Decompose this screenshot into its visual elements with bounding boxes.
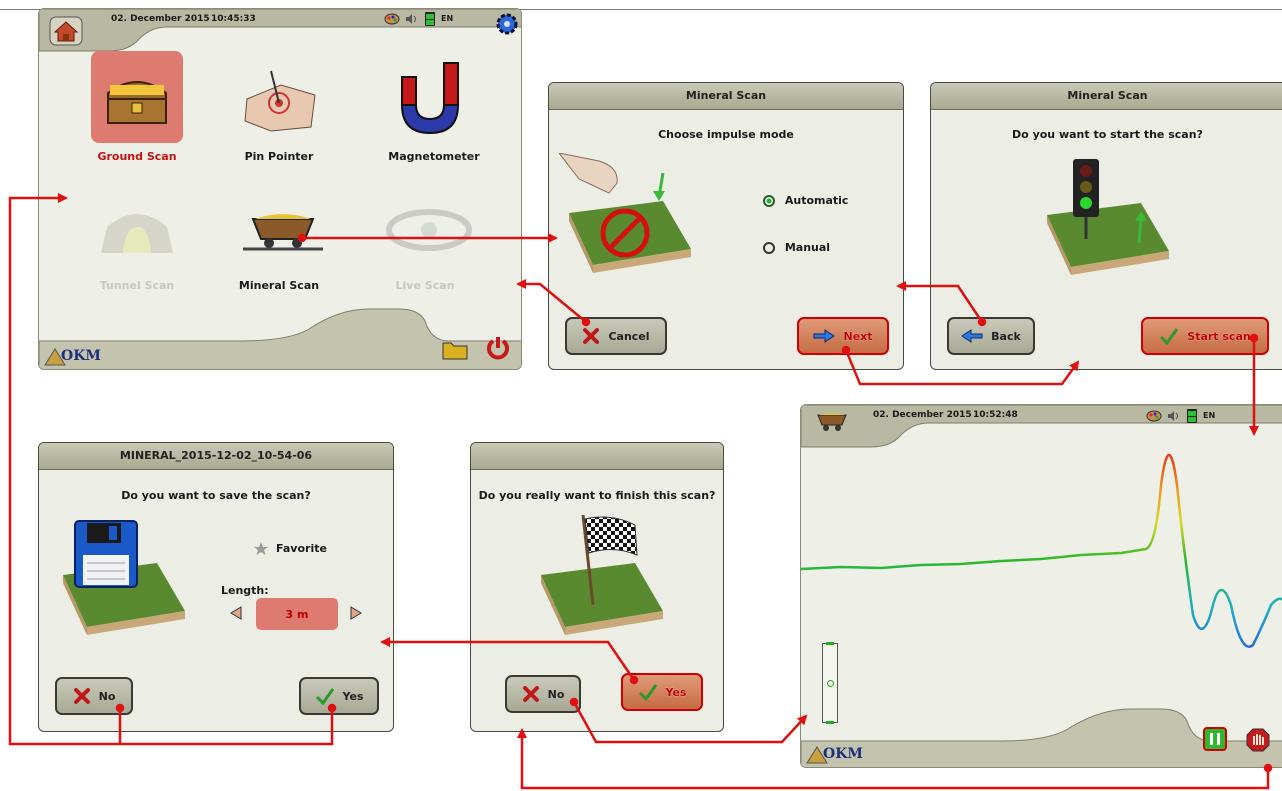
language-label[interactable]: EN: [441, 14, 454, 23]
battery-icon: [1187, 409, 1197, 423]
blue-right-arrow-icon: [813, 329, 836, 343]
save-scan-dialog: MINERAL_2015-12-02_10-54-06 Do you want …: [38, 442, 394, 732]
traffic-light-ground-illustration: [1047, 159, 1169, 275]
dialog-question: Do you want to start the scan?: [1012, 128, 1203, 141]
floppy-disk-ground-illustration: [63, 520, 185, 635]
save-no-label: No: [98, 689, 116, 703]
dialog-question: Do you really want to finish this scan?: [478, 489, 716, 502]
mine-cart-icon[interactable]: [815, 411, 849, 435]
dialog-question: Do you want to save the scan?: [121, 489, 311, 502]
level-marker: [827, 680, 834, 687]
no-touch-ground-illustration: [559, 153, 691, 273]
finish-no-button[interactable]: No: [505, 675, 581, 713]
status-time: 10:45:33: [211, 14, 256, 24]
start-scan-button-label: Start scan: [1187, 329, 1251, 343]
red-x-icon: [73, 688, 90, 704]
pause-icon: [1210, 733, 1220, 745]
start-scan-button[interactable]: Start scan: [1141, 317, 1269, 355]
scan-signal-graph: [801, 453, 1282, 648]
finish-flag-ground-illustration: [541, 515, 663, 635]
home-screen: 02. December 2015 10:45:33 EN Ground Sca…: [38, 8, 522, 370]
level-bottom-tick: [826, 721, 834, 724]
tunnel-icon: [101, 214, 173, 253]
length-value-field[interactable]: 3 m: [256, 598, 338, 630]
green-check-icon: [315, 688, 334, 705]
finish-no-label: No: [547, 687, 565, 701]
speaker-icon[interactable]: [1166, 410, 1180, 422]
menu-label-pin-pointer: Pin Pointer: [244, 150, 314, 163]
radio-manual-dot[interactable]: [763, 242, 775, 254]
radio-manual-label: Manual: [784, 241, 831, 254]
next-button[interactable]: Next: [797, 317, 889, 355]
menu-label-live-scan: Live Scan: [395, 279, 455, 292]
speaker-icon[interactable]: [404, 13, 418, 25]
length-decrease-icon[interactable]: [229, 605, 243, 621]
length-label: Length:: [221, 584, 269, 597]
save-yes-button[interactable]: Yes: [299, 677, 379, 715]
home-icon[interactable]: [49, 16, 83, 46]
mine-cart-icon: [243, 214, 323, 251]
gear-icon[interactable]: [494, 11, 520, 37]
dialog-title: Mineral Scan: [931, 83, 1282, 110]
cancel-button-label: Cancel: [608, 329, 650, 343]
red-x-icon: [583, 328, 600, 344]
folder-icon[interactable]: [441, 337, 469, 361]
red-x-icon: [522, 686, 539, 702]
dialog-title: [471, 443, 723, 470]
pause-button[interactable]: [1203, 727, 1227, 751]
favorite-label: Favorite: [276, 542, 327, 555]
finish-scan-dialog: Do you really want to finish this scan? …: [470, 442, 724, 732]
finish-yes-button[interactable]: Yes: [621, 673, 703, 711]
menu-label-tunnel-scan: Tunnel Scan: [99, 279, 175, 292]
language-label[interactable]: EN: [1203, 411, 1216, 420]
save-no-button[interactable]: No: [55, 677, 133, 715]
signal-line: [801, 453, 1282, 648]
scan-screen: 02. December 2015 10:52:48 EN OKM: [800, 404, 1282, 768]
dialog-title: MINERAL_2015-12-02_10-54-06: [39, 443, 393, 470]
magnet-icon: [400, 62, 460, 135]
palette-icon[interactable]: [384, 13, 400, 25]
cancel-button[interactable]: Cancel: [565, 317, 667, 355]
status-date: 02. December 2015: [111, 14, 210, 24]
top-divider: [0, 9, 1282, 10]
start-scan-dialog: Mineral Scan Do you want to start the sc…: [930, 82, 1282, 370]
treasure-chest-icon: [107, 81, 167, 124]
status-date: 02. December 2015: [873, 410, 972, 420]
back-button-label: Back: [991, 329, 1021, 343]
impulse-mode-dialog: Mineral Scan Choose impulse mode Automat…: [548, 82, 904, 370]
radio-automatic-dot[interactable]: [763, 195, 775, 207]
dialog-question: Choose impulse mode: [658, 128, 794, 141]
menu-label-ground-scan: Ground Scan: [97, 150, 177, 163]
power-icon[interactable]: [485, 335, 511, 361]
level-indicator[interactable]: [822, 642, 838, 724]
radio-automatic[interactable]: Automatic: [763, 194, 848, 207]
save-yes-label: Yes: [342, 689, 364, 703]
length-value: 3 m: [285, 607, 309, 621]
live-scan-icon: [386, 209, 472, 251]
blue-left-arrow-icon: [961, 329, 983, 343]
radio-manual[interactable]: Manual: [763, 241, 830, 254]
favorite-toggle[interactable]: Favorite: [253, 541, 327, 556]
okm-logo: OKM: [61, 348, 101, 364]
green-check-icon: [1160, 328, 1179, 345]
battery-icon: [425, 12, 435, 26]
finish-yes-label: Yes: [665, 685, 687, 699]
green-check-icon: [638, 684, 657, 701]
okm-logo: OKM: [823, 746, 863, 762]
pin-pointer-icon: [244, 70, 316, 132]
menu-label-mineral-scan: Mineral Scan: [238, 279, 320, 292]
star-icon: [254, 542, 268, 555]
length-increase-icon[interactable]: [349, 605, 363, 621]
menu-label-magnetometer: Magnetometer: [388, 150, 480, 163]
status-time: 10:52:48: [973, 410, 1018, 420]
palette-icon[interactable]: [1146, 410, 1162, 422]
next-button-label: Next: [843, 329, 873, 343]
stop-hand-icon[interactable]: [1245, 727, 1271, 753]
dialog-title: Mineral Scan: [549, 83, 903, 110]
level-top-tick: [826, 642, 834, 645]
back-button[interactable]: Back: [947, 317, 1035, 355]
radio-automatic-label: Automatic: [784, 194, 849, 207]
